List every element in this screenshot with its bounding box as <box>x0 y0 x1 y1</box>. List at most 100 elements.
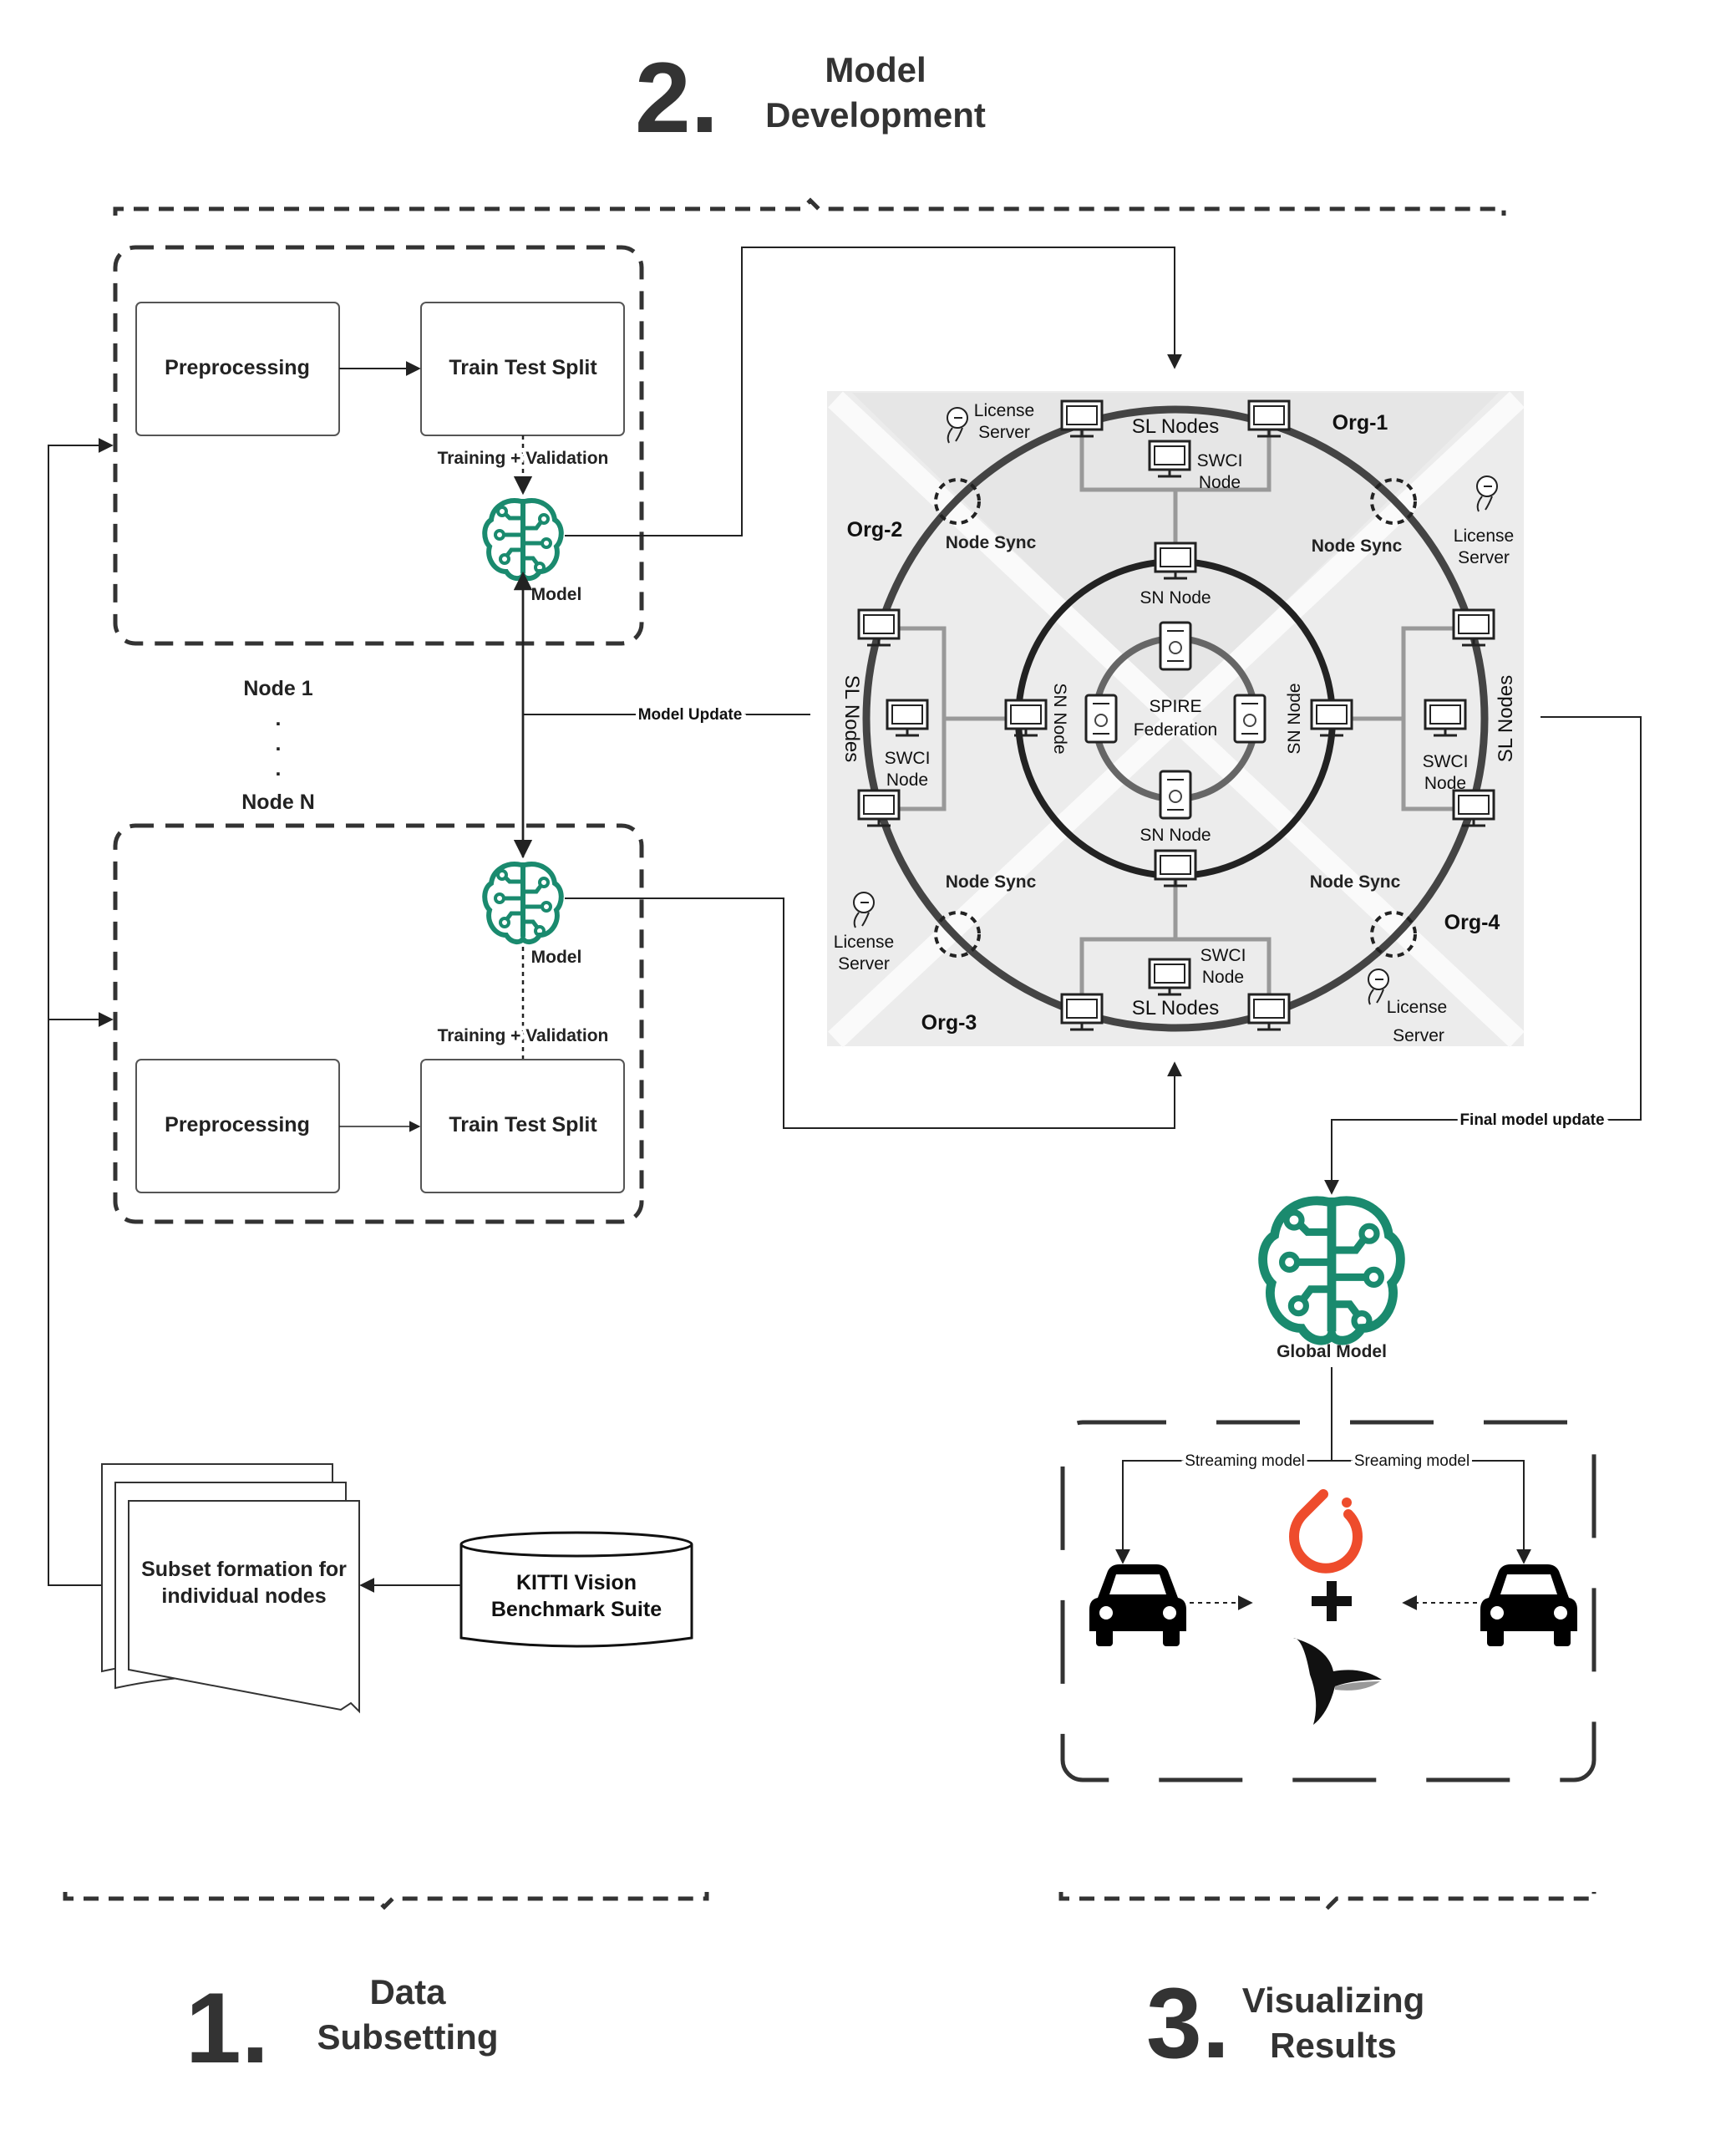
swci-bottom-line1: SWCI <box>1200 946 1246 965</box>
stage-1-title-line2: Subsetting <box>317 2017 499 2057</box>
license-server-bottom-right-line2: Server <box>1393 1026 1444 1045</box>
stage-1-title-line1: Data <box>369 1972 446 2011</box>
subset-documents-stack <box>101 1463 360 1714</box>
org-1-label: Org-1 <box>1332 411 1388 435</box>
node-n-container <box>113 823 644 1224</box>
final-model-update-label: Final model update <box>1459 1111 1604 1129</box>
model-update-label: Model Update <box>638 706 743 724</box>
swarm-network-diagram: Org-1 Org-2 Org-3 Org-4 SL Nodes SL Node… <box>827 391 1525 1048</box>
stage-2-title-line2: Development <box>765 95 986 135</box>
spire-server-icon <box>1159 770 1192 820</box>
streaming-lines <box>1122 1367 1525 1561</box>
license-server-bottom-left-line1: License <box>834 933 894 952</box>
node-n-train-test-split-label: Train Test Split <box>449 1113 597 1136</box>
streaming-left-label: Streaming model <box>1185 1452 1305 1470</box>
node-n-train-test-split-box <box>420 1059 625 1193</box>
node-list-first: Node 1 <box>243 677 312 700</box>
org-3-label: Org-3 <box>921 1011 977 1035</box>
sn-node-label-right: SN Node <box>1285 683 1304 754</box>
node-list-last: Node N <box>241 791 315 814</box>
node-n-model-brain-icon <box>485 864 561 942</box>
kitti-line1: KITTI Vision <box>516 1571 637 1594</box>
stage-3-title-line1: Visualizing <box>1242 1981 1425 2020</box>
node-sync-circle <box>934 478 981 525</box>
stage-2-number: 2. <box>635 42 718 154</box>
subset-formation-line2: individual nodes <box>161 1584 326 1608</box>
license-server-top-right-line1: License <box>1454 526 1514 546</box>
license-server-top-left-line2: Server <box>978 423 1030 442</box>
car-left-icon <box>1089 1564 1186 1646</box>
swci-left-line1: SWCI <box>885 749 931 768</box>
node-n-training-validation-label: Training + Validation <box>438 1026 609 1045</box>
results-container <box>1060 1420 1596 1782</box>
swci-left-line2: Node <box>886 770 928 790</box>
spire-server-icon <box>1159 621 1192 671</box>
sl-nodes-label-bottom: SL Nodes <box>1132 997 1220 1020</box>
stage-2-brace <box>113 197 1506 216</box>
node-sync-label-bottom-left: Node Sync <box>946 872 1037 892</box>
node-1-model-label: Model <box>531 585 582 604</box>
subset-formation-line1: Subset formation for <box>141 1558 347 1581</box>
node-1-training-validation-label: Training + Validation <box>438 449 609 468</box>
swci-top-line1: SWCI <box>1197 451 1243 470</box>
node-1-container <box>113 245 644 646</box>
node-sync-circle <box>1370 478 1417 525</box>
license-server-bottom-left-line2: Server <box>838 954 890 974</box>
sl-nodes-label-right: SL Nodes <box>1495 675 1517 763</box>
swci-bottom-line2: Node <box>1202 968 1244 987</box>
stage-1-brace <box>63 1892 709 1910</box>
kitti-line2: Benchmark Suite <box>491 1598 662 1621</box>
swci-right-line2: Node <box>1424 774 1466 793</box>
node-sync-label-top-right: Node Sync <box>1312 536 1403 556</box>
pytorch-logo-icon <box>1289 1489 1363 1574</box>
stage-1-number: 1. <box>185 1972 269 2084</box>
stage-3-title-line2: Results <box>1270 2026 1397 2065</box>
global-model-brain-icon <box>1263 1201 1401 1340</box>
swci-right-line1: SWCI <box>1423 752 1469 771</box>
node-sync-label-top-left: Node Sync <box>946 533 1037 552</box>
node-sync-label-bottom-right: Node Sync <box>1310 872 1401 892</box>
car-right-icon <box>1480 1564 1577 1646</box>
kitti-database-icon <box>459 1531 693 1648</box>
node-n-preprocessing-label: Preprocessing <box>165 1113 310 1136</box>
node-n-to-network-arrow <box>565 897 1182 1129</box>
swci-top-line2: Node <box>1199 473 1241 492</box>
node-1-preprocessing-label: Preprocessing <box>165 356 310 379</box>
sn-node-label-bottom: SN Node <box>1140 826 1211 845</box>
node-list-dots-3: . <box>276 757 282 781</box>
sn-node-label-top: SN Node <box>1140 588 1211 608</box>
sl-nodes-label-left: SL Nodes <box>840 675 863 763</box>
plus-icon <box>1312 1581 1352 1621</box>
stage-2-title-line1: Model <box>825 50 926 89</box>
node-n-model-label: Model <box>531 948 582 967</box>
node-list-dots: . <box>276 707 282 730</box>
spire-server-icon <box>1084 694 1118 744</box>
spire-federation-line1: SPIRE <box>1149 697 1201 716</box>
sn-node-label-left: SN Node <box>1050 683 1069 754</box>
license-server-top-left-line1: License <box>974 401 1034 420</box>
final-model-update-arrow <box>1324 716 1642 1195</box>
propeller-logo-icon <box>1293 1638 1382 1725</box>
streaming-right-label: Sreaming model <box>1354 1452 1470 1470</box>
node-sync-circle <box>1370 911 1417 958</box>
org-2-label: Org-2 <box>847 518 903 542</box>
node-1-model-brain-icon <box>485 501 561 578</box>
network-spokes <box>877 430 1474 1003</box>
sl-nodes-label-top: SL Nodes <box>1132 415 1220 438</box>
outer-ring <box>862 405 1489 1032</box>
org-4-label: Org-4 <box>1444 911 1500 934</box>
global-model-label: Global Model <box>1277 1342 1387 1361</box>
subset-to-node-1-arrow <box>48 438 114 1586</box>
license-server-bottom-right-line1: License <box>1387 998 1447 1017</box>
node-1-train-test-split-label: Train Test Split <box>449 356 597 379</box>
spire-federation-line2: Federation <box>1134 720 1217 740</box>
license-server-top-right-line2: Server <box>1458 548 1510 567</box>
node-list-dots-2: . <box>276 732 282 755</box>
stage-3-number: 3. <box>1146 1967 1230 2079</box>
spire-server-icon <box>1233 694 1266 744</box>
node-1-to-network-arrow <box>565 247 1182 536</box>
stage-3-brace <box>1058 1892 1596 1910</box>
node-sync-circle <box>934 911 981 958</box>
